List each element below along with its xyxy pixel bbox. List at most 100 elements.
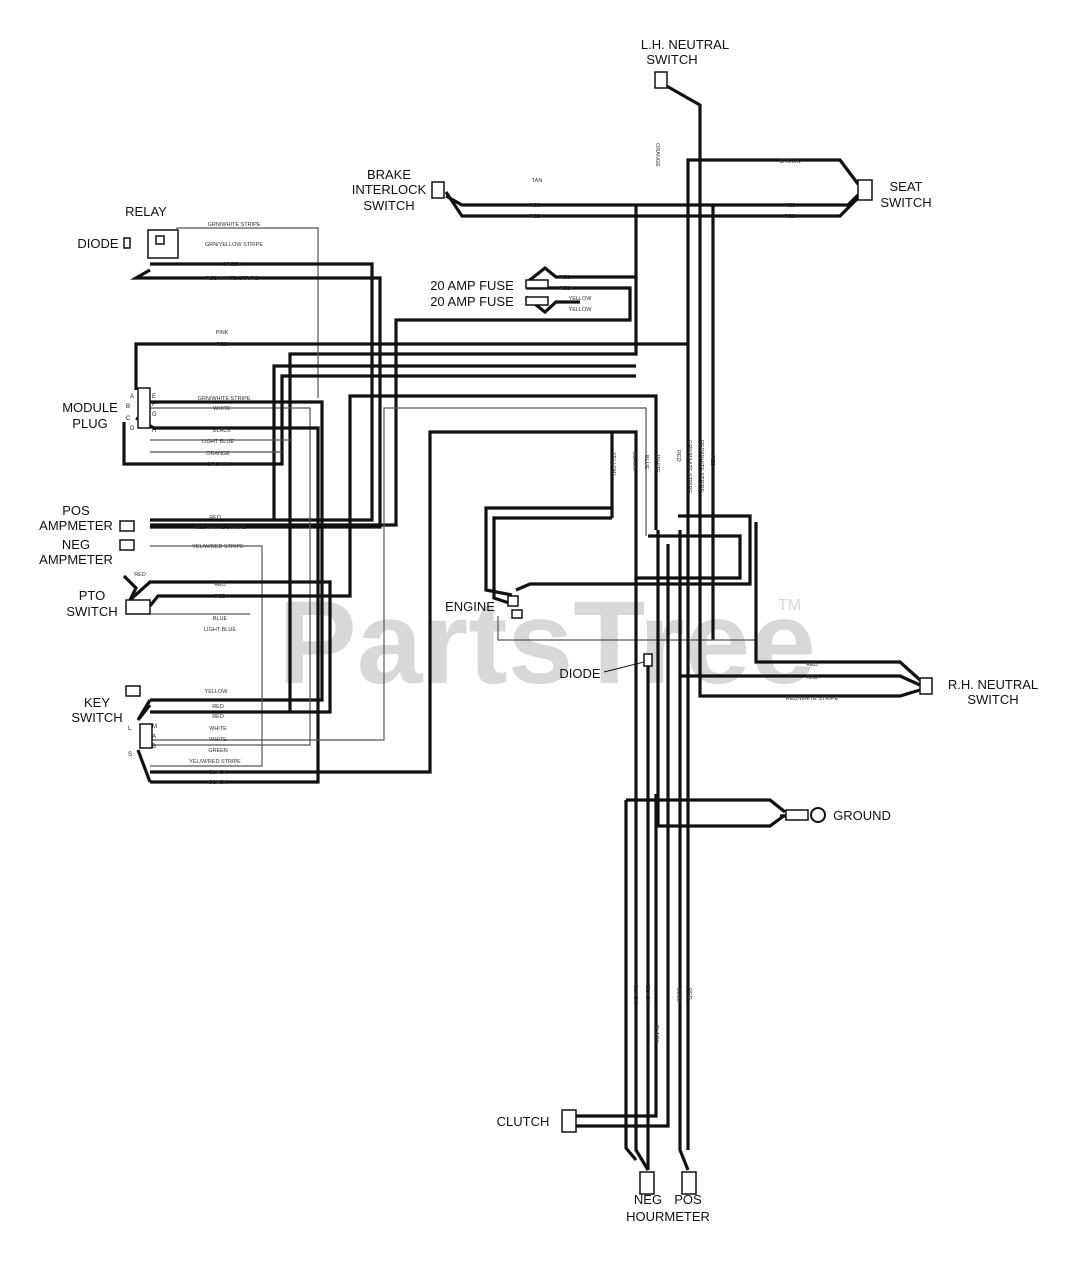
wire-pto-blue: [148, 394, 658, 607]
diode-relay-label: DIODE: [77, 236, 119, 251]
wl-neg-yel-red: YEL/W/RED STRIPE: [192, 544, 244, 550]
neg-ampmeter-terminal: [119, 539, 135, 551]
module-label-1: MODULE: [62, 400, 118, 415]
clutch-label: CLUTCH: [497, 1114, 550, 1129]
wl-v-red: RED: [675, 450, 681, 462]
relay-terminal: [155, 235, 165, 245]
wire-fuse-red-2: [150, 286, 632, 527]
wire-module-brown: [122, 374, 636, 466]
module-pin-h: H: [152, 428, 156, 434]
lh-neutral-label-2: SWITCH: [646, 52, 697, 67]
module-pin-b: B: [126, 404, 130, 410]
wire-fuse-red-1: [525, 265, 636, 285]
watermark-tm: TM: [778, 597, 801, 614]
wl-module-red: RED: [216, 342, 228, 348]
wire-black-down: [634, 578, 650, 1171]
wl-h-black-1: BLACK: [632, 985, 638, 1003]
wire-clutch-1: [572, 794, 658, 1118]
wire-key-black: [150, 430, 742, 774]
wl-v-black: BLACK: [631, 452, 637, 470]
wl-module-light-blue: LIGHT BLUE: [202, 439, 234, 445]
wl-h-blue: BLUE: [675, 988, 681, 1003]
wl-v-grn-white: GRN/WHITE STRIPE: [686, 440, 692, 493]
wl-h-black-3: BLACK: [653, 1025, 659, 1043]
wl-fuse-red-2: RED: [559, 286, 571, 292]
fuse-2-label: 20 AMP FUSE: [430, 294, 514, 309]
wires: [122, 82, 922, 1171]
pos-ampmeter-terminal: [119, 520, 135, 532]
wire-ground-3: [624, 800, 638, 1162]
wl-v-red2: RED: [709, 455, 715, 467]
wire-module-pink: [134, 342, 688, 390]
wl-relay-green: GREEN: [222, 262, 242, 268]
seat-label-2: SWITCH: [880, 195, 931, 210]
wl-seat-brown: BROWN: [779, 159, 800, 165]
wl-v-yellow: YELLOW: [610, 452, 616, 476]
wire-rh-red-white: [698, 520, 921, 698]
rh-neutral-label-1: R.H. NEUTRAL: [948, 677, 1038, 692]
engine-connector: [507, 595, 519, 607]
hourmeter-pos-terminal: [681, 1171, 697, 1195]
ground-terminal: [785, 809, 809, 821]
wl-brake-red-1: RED: [529, 203, 541, 209]
wl-seat-red-1: RED: [784, 203, 796, 209]
module-label-2: PLUG: [72, 416, 107, 431]
wire-engine-loop: [515, 514, 752, 592]
neg-ampmeter-label-1: NEG: [62, 537, 90, 552]
key-pin-a: A: [152, 734, 156, 740]
wire-ground-1: [656, 530, 786, 828]
wl-brake-red-2: RED: [529, 214, 541, 220]
diode-relay-symbol: [123, 237, 131, 249]
key-switch-terminal: [125, 685, 141, 697]
wire-engine-red: [492, 516, 612, 606]
key-label-1: KEY: [84, 695, 110, 710]
wl-rh-red-white: RED/WHITE STRIPE: [786, 696, 839, 702]
wire-labels: ORANGE BROWN RED RED TAN RED RED GRN/WHI…: [134, 143, 838, 1043]
wire-clutch-2: [572, 544, 670, 1128]
wire-brake-red-down: [288, 205, 638, 712]
wire-relay-green: [150, 262, 374, 522]
wl-key-white-2: WHITE: [209, 737, 227, 743]
brake-label-1: BRAKE: [367, 167, 411, 182]
module-pin-a: A: [130, 394, 134, 400]
ground-ring-icon: [810, 807, 826, 823]
wire-key-b: [136, 749, 152, 783]
module-pin-c: C: [126, 416, 131, 422]
wl-v-blue: BLUE: [643, 455, 649, 470]
wire-seat-red-1: [445, 193, 860, 207]
neg-ampmeter-label-2: AMPMETER: [39, 552, 113, 567]
hourmeter-label: HOURMETER: [626, 1209, 710, 1224]
rh-neutral-label-2: SWITCH: [967, 692, 1018, 707]
key-pin-b: B: [152, 744, 156, 750]
wire-relay-grn-white: [176, 227, 319, 398]
lh-neutral-label-1: L.H. NEUTRAL: [641, 37, 729, 52]
hourmeter-neg-terminal: [639, 1171, 655, 1195]
wire-ground-2: [626, 798, 786, 814]
wl-module-orange: ORANGE: [206, 451, 230, 457]
wl-brake-tan: TAN: [532, 178, 543, 184]
wl-key-black-2: BLACK: [209, 780, 227, 786]
wire-seat-red-2: [444, 191, 860, 218]
wire-module-white: [150, 407, 311, 746]
wire-module-grn-white: [140, 400, 324, 702]
wl-key-white-1: WHITE: [209, 726, 227, 732]
wl-key-yellow: YELLOW: [205, 689, 229, 695]
fuse-1-label: 20 AMP FUSE: [430, 278, 514, 293]
wl-key-black-1: BLACK: [209, 770, 227, 776]
key-label-2: SWITCH: [71, 710, 122, 725]
diode-engine-leader: [603, 661, 645, 673]
wl-h-red: RED: [686, 988, 692, 1000]
wl-h-black-2: BLACK: [644, 985, 650, 1003]
wl-seat-red-2: RED: [784, 214, 796, 220]
wl-pto-red-a: RED: [134, 572, 146, 578]
rh-neutral-switch-connector: [919, 677, 933, 695]
wl-fuse-yellow-1: YELLOW: [569, 296, 593, 302]
brake-label-3: SWITCH: [363, 198, 414, 213]
hourmeter-neg-label: NEG: [634, 1192, 662, 1207]
wl-key-yel-red: YEL/W/RED STRIPE: [189, 759, 241, 765]
wire-neg-yel-red: [150, 545, 263, 767]
seat-switch-connector: [857, 179, 873, 201]
module-pin-g: G: [152, 412, 157, 418]
wl-pto-red-b: RED: [214, 582, 226, 588]
pto-label-1: PTO: [79, 588, 106, 603]
